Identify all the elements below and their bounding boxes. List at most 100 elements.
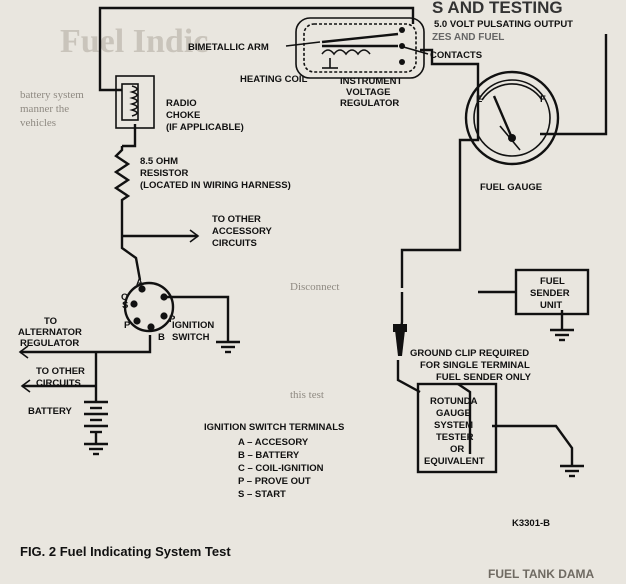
gauge-e-label: E xyxy=(476,94,482,105)
tester-clip xyxy=(393,324,407,356)
gauge-bimetal xyxy=(499,125,521,151)
tester-label-line2: GAUGE xyxy=(436,408,471,419)
legend-item: A – ACCESORY xyxy=(238,437,309,448)
ivr-label-line1: INSTRUMENT xyxy=(340,76,402,87)
ivr-terminal xyxy=(399,27,405,33)
leader-line xyxy=(285,41,321,47)
other-circuits-label-line1: TO OTHER xyxy=(36,366,85,377)
ivr-housing xyxy=(295,17,425,79)
ivr-label-line2: VOLTAGE xyxy=(346,87,391,98)
background-word: manner the xyxy=(20,103,69,115)
gauge-face xyxy=(473,79,551,157)
wire-ivr-to-gauge xyxy=(400,48,480,288)
switch-pin xyxy=(130,300,138,308)
alligator-clip xyxy=(395,330,405,356)
tester-lead xyxy=(457,383,472,454)
switch-body xyxy=(123,281,175,333)
switch-pin-a-label: A xyxy=(136,277,143,288)
background-page: Fuel Indic S AND TESTING ZES AND FUEL ba… xyxy=(20,0,595,581)
gauge-bezel xyxy=(464,70,560,166)
sender-label-line3: UNIT xyxy=(540,300,562,311)
fuel-sender xyxy=(514,268,590,316)
switch-pin xyxy=(138,285,146,293)
heating-coil-element xyxy=(321,49,371,56)
accessory-label-line2: ACCESSORY xyxy=(212,226,272,237)
fuel-gauge: E F xyxy=(464,70,560,166)
ground-clip-label-line1: GROUND CLIP REQUIRED xyxy=(410,348,529,359)
wire-ivr-to-choke xyxy=(98,6,415,92)
leader-line xyxy=(399,45,429,55)
heating-coil-label: HEATING COIL xyxy=(240,74,308,85)
gauge-needle xyxy=(492,95,514,139)
gauge-f-label: F xyxy=(540,94,546,105)
background-word: FUEL TANK DAMA xyxy=(488,567,595,581)
ignition-switch-label-line2: SWITCH xyxy=(172,332,210,343)
wire-switch-b xyxy=(20,335,152,354)
ground-clip-label-line3: FUEL SENDER ONLY xyxy=(436,372,532,383)
resistor-zigzag xyxy=(113,146,131,206)
radio-choke-label-line2: CHOKE xyxy=(166,110,200,121)
switch-pin-p1-label: P xyxy=(124,320,131,331)
resistor-label-line2: RESISTOR xyxy=(140,168,189,179)
legend-item: B – BATTERY xyxy=(238,450,300,461)
alternator-label-line2: ALTERNATOR xyxy=(18,327,82,338)
radio-choke-label-line1: RADIO xyxy=(166,98,197,109)
arrow-accessory xyxy=(189,229,200,243)
sender-label-line2: SENDER xyxy=(530,288,570,299)
background-word: vehicles xyxy=(20,117,56,129)
arrow-alternator xyxy=(18,345,29,359)
switch-pin xyxy=(160,293,168,301)
tester-label-line4: TESTER xyxy=(436,432,474,443)
resistor-label-line3: (LOCATED IN WIRING HARNESS) xyxy=(140,180,291,191)
labels: BIMETALLIC ARM 5.0 VOLT PULSATING OUTPUT… xyxy=(18,19,573,467)
legend-item: P – PROVE OUT xyxy=(238,476,311,487)
wire-switch-ground xyxy=(165,295,230,342)
tester-label-line6: EQUIVALENT xyxy=(424,456,485,467)
legend-item: S – START xyxy=(238,489,286,500)
background-word: battery system xyxy=(20,89,84,101)
subheader-fragment: ZES AND FUEL xyxy=(432,32,504,43)
ignition-switch xyxy=(123,281,175,333)
resistor-label-line1: 8.5 OHM xyxy=(140,156,178,167)
figure-caption: FIG. 2 Fuel Indicating System Test xyxy=(20,544,231,559)
ivr-label-line3: REGULATOR xyxy=(340,98,399,109)
clip-boot xyxy=(393,324,407,332)
switch-pin-b-label: B xyxy=(158,332,165,343)
choke-core xyxy=(121,83,139,121)
legend-title: IGNITION SWITCH TERMINALS xyxy=(204,422,344,433)
tester-label-line5: OR xyxy=(450,444,464,455)
figure-code: K3301-B xyxy=(512,518,550,529)
rotunda-tester xyxy=(416,382,498,474)
switch-pin xyxy=(160,312,168,320)
gauge-scale xyxy=(481,83,543,101)
switch-pin-s-label: S xyxy=(122,300,128,311)
wiring xyxy=(18,6,608,478)
tester-lead xyxy=(396,360,421,394)
radio-choke-label-line3: (IF APPLICABLE) xyxy=(166,122,244,133)
accessory-label-line3: CIRCUITS xyxy=(212,238,257,249)
wire-choke-down xyxy=(122,124,137,148)
background-heading: Fuel Indic xyxy=(60,23,208,60)
choke-coil xyxy=(129,85,138,117)
battery-label: BATTERY xyxy=(28,406,72,417)
bimetallic-arm-label: BIMETALLIC ARM xyxy=(188,42,269,53)
radio-choke xyxy=(115,75,155,129)
accessory-label-line1: TO OTHER xyxy=(212,214,261,225)
alternator-label-line3: REGULATOR xyxy=(20,338,79,349)
wire-tester-ground xyxy=(492,424,574,466)
wire-gauge-return xyxy=(540,34,608,136)
arrow-other-circuits xyxy=(20,379,31,393)
ground-clip-label-line2: FOR SINGLE TERMINAL xyxy=(420,360,530,371)
ignition-switch-label-line1: IGNITION xyxy=(172,320,214,331)
ivr-inner xyxy=(303,23,417,73)
sender-label-line1: FUEL xyxy=(540,276,565,287)
sender-box xyxy=(514,268,590,316)
background-word: Disconnect xyxy=(290,281,339,293)
header-fragment: S AND TESTING xyxy=(432,0,563,17)
contacts-label: CONTACTS xyxy=(430,50,482,61)
other-circuits-label-line2: CIRCUITS xyxy=(36,378,81,389)
tester-label-line1: ROTUNDA xyxy=(430,396,478,407)
switch-pin xyxy=(147,323,155,331)
